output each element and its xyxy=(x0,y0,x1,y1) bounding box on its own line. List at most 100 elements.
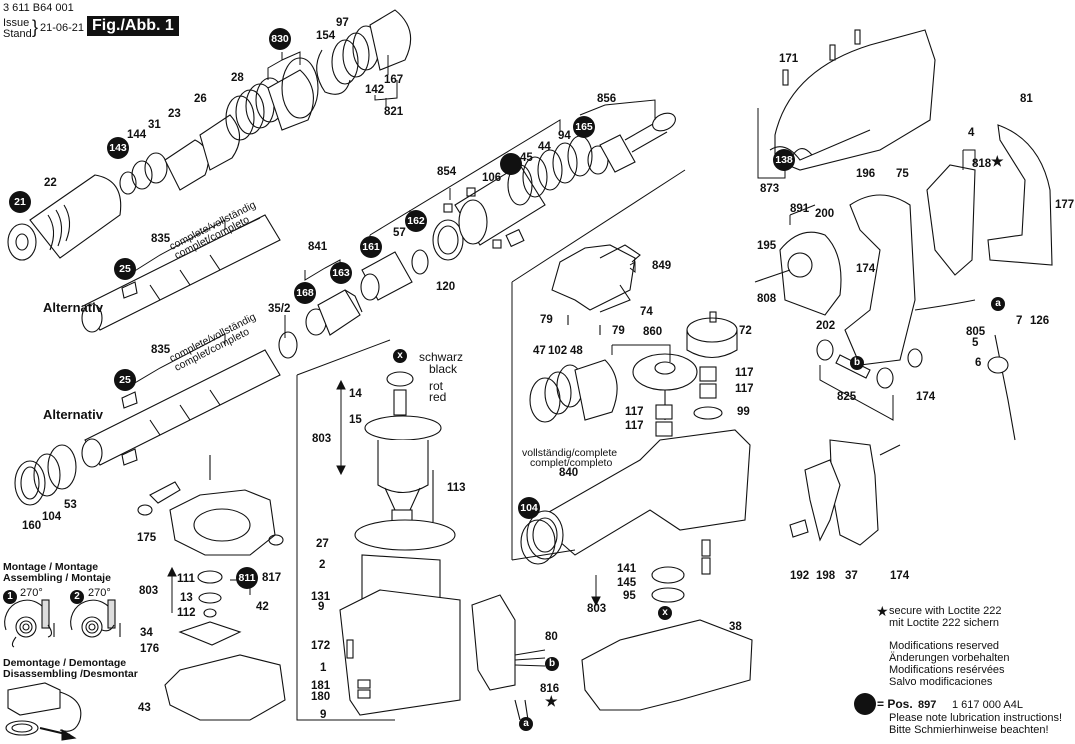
disassembling-title: Disassembling /Desmontar xyxy=(3,668,138,680)
callout-number: 849 xyxy=(652,260,672,272)
marker-a: a xyxy=(991,297,1005,311)
callout-number: 95 xyxy=(623,590,636,602)
marker-b: b xyxy=(850,356,864,370)
pos-prefix: = Pos. xyxy=(877,697,913,711)
rotation-angle: 270° xyxy=(88,587,111,599)
callout-number: 835 xyxy=(151,344,171,356)
callout-badge: 21 xyxy=(9,191,31,213)
top-cover xyxy=(769,29,936,171)
callout-number: 72 xyxy=(739,325,752,337)
callout-badge: 168 xyxy=(294,282,316,304)
callout-number: 174 xyxy=(916,391,936,403)
modifications-es: Salvo modificaciones xyxy=(889,676,993,688)
callout-number: 144 xyxy=(127,129,147,141)
callout-number: 1 xyxy=(320,662,327,674)
callout-number: 31 xyxy=(148,119,161,131)
callout-number: 9 xyxy=(320,709,327,721)
callout-number: 174 xyxy=(890,570,910,582)
callout-number: 821 xyxy=(384,106,404,118)
modifications-de: Änderungen vorbehalten xyxy=(889,652,1010,664)
lubricant-part-number: 1 617 000 A4L xyxy=(952,699,1023,711)
callout-badge: 830 xyxy=(269,28,291,50)
spindle-lower xyxy=(81,331,298,468)
gear-bottom-cover xyxy=(581,619,753,711)
marker-b: b xyxy=(545,657,559,671)
loctite-star-icon: ★ xyxy=(545,693,558,709)
callout-number: 117 xyxy=(625,420,644,432)
callout-number: 14 xyxy=(349,388,362,400)
callout-number: 117 xyxy=(735,367,754,379)
callout-number: 200 xyxy=(815,208,835,220)
impact-springs xyxy=(507,135,593,206)
alternativ-label: Alternativ xyxy=(43,407,103,422)
seal-rings xyxy=(14,444,77,506)
marker-x: x xyxy=(393,349,407,363)
callout-number: 53 xyxy=(64,499,77,511)
drive-gear xyxy=(686,311,738,359)
alternativ-label: Alternativ xyxy=(43,300,103,315)
spring-disassembly-illustration xyxy=(5,682,82,741)
callout-number: 174 xyxy=(856,263,876,275)
callout-number: 803 xyxy=(139,585,159,597)
color-label-schwarz: schwarz xyxy=(419,350,464,364)
callout-number: 9 xyxy=(318,601,325,613)
callout-number: 805 xyxy=(966,326,986,338)
callout-number: 141 xyxy=(617,563,637,575)
callout-number: 835 xyxy=(151,233,171,245)
callout-number: 47 xyxy=(533,345,546,357)
callout-number: 160 xyxy=(22,520,42,532)
assembling-title: Assembling / Montaje xyxy=(3,572,111,584)
callout-number: 97 xyxy=(336,17,349,29)
callout-number: 22 xyxy=(44,177,57,189)
callout-number: 28 xyxy=(231,72,244,84)
callout-number: 104 xyxy=(42,511,62,523)
callout-number: 120 xyxy=(436,281,456,293)
loctite-star-icon: ★ xyxy=(876,603,889,619)
callout-number: 80 xyxy=(545,631,558,643)
stand-label: Stand xyxy=(3,28,32,40)
gear-housing xyxy=(520,429,751,603)
callout-number: 817 xyxy=(262,572,282,584)
montage-title: Montage / Montage xyxy=(3,561,99,573)
rear-handle xyxy=(987,124,1053,266)
callout-number: 111 xyxy=(177,573,195,585)
callout-number: 175 xyxy=(137,532,157,544)
loctite-note-de: mit Loctite 222 sichern xyxy=(889,617,1000,629)
callout-number: 57 xyxy=(393,227,406,239)
callout-badge: 25 xyxy=(114,369,136,391)
chuck-ring-stack xyxy=(119,77,285,195)
callout-number: 112 xyxy=(177,607,196,619)
callout-number: 808 xyxy=(757,293,777,305)
callout-number: 202 xyxy=(816,320,836,332)
callout-number: 840 xyxy=(559,467,579,479)
lubrication-note-en: Please note lubrication instructions! xyxy=(889,712,1063,724)
bottom-housing xyxy=(164,654,286,721)
callout-number: 102 xyxy=(548,345,568,357)
loctite-note-en: secure with Loctite 222 xyxy=(889,605,1002,617)
callout-number: 126 xyxy=(1030,315,1050,327)
bearing-plate xyxy=(178,621,242,646)
callout-number: 167 xyxy=(384,74,404,86)
callout-badge: 161 xyxy=(360,236,382,258)
callout-number: 803 xyxy=(312,433,332,445)
callout-number: 37 xyxy=(845,570,858,582)
modifications-en: Modifications reserved xyxy=(889,640,1000,652)
pos-number: 897 xyxy=(918,699,937,711)
callout-badge: 104 xyxy=(518,497,540,519)
hammer-tube xyxy=(432,164,546,261)
callout-number: 816 xyxy=(540,683,560,695)
step-number: 2 xyxy=(70,590,84,604)
marker-x: x xyxy=(658,606,672,620)
color-label-black: black xyxy=(429,362,458,376)
callout-number: 79 xyxy=(612,325,625,337)
lubrication-dot xyxy=(500,153,522,175)
callout-number: 180 xyxy=(311,691,331,703)
front-cap-assembly xyxy=(316,9,412,95)
callout-number: 113 xyxy=(447,482,466,494)
callout-number: 7 xyxy=(1016,315,1023,327)
switch-block xyxy=(926,164,976,276)
callout-number: 106 xyxy=(482,172,502,184)
armature xyxy=(364,371,442,529)
callout-number: 841 xyxy=(308,241,328,253)
